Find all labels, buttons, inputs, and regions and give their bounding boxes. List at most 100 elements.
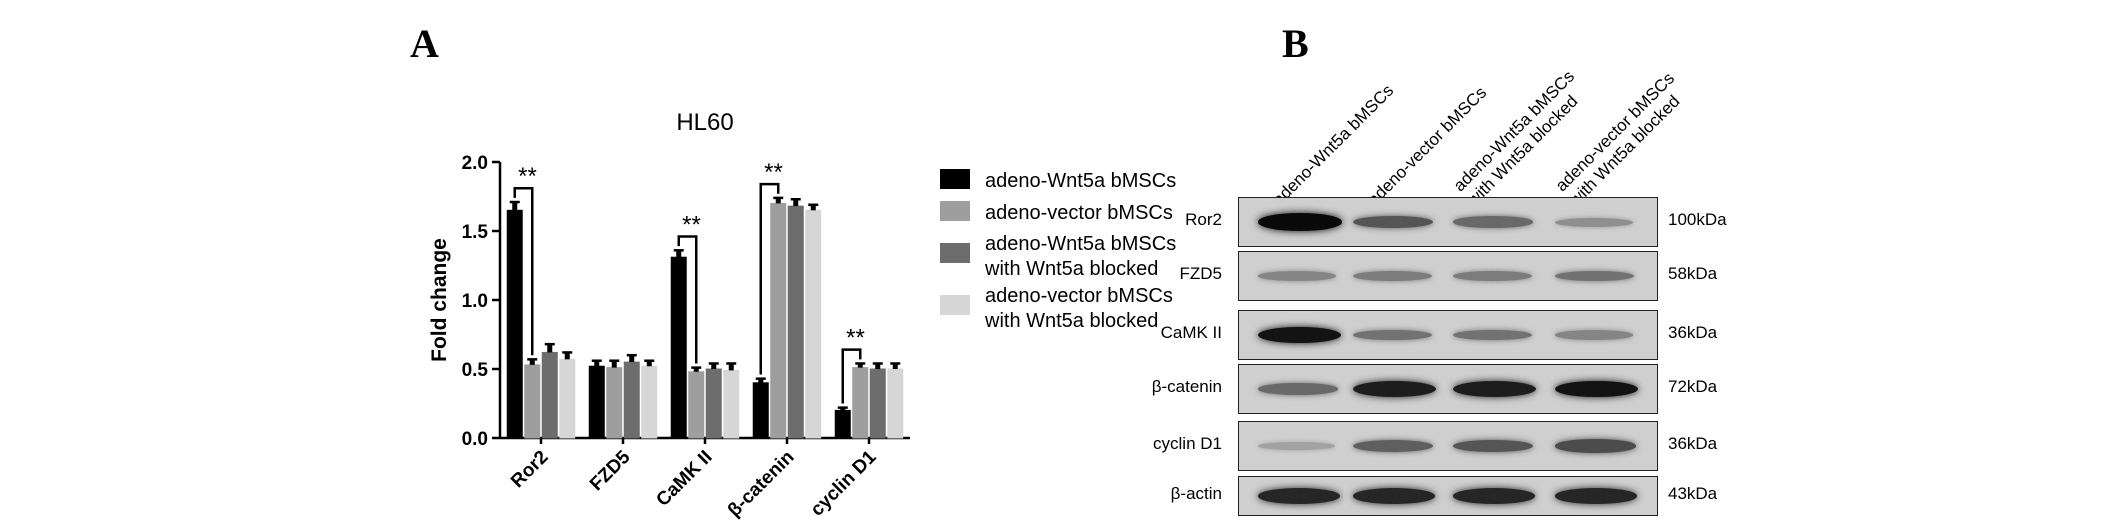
blot-band bbox=[1258, 213, 1342, 231]
blot-band bbox=[1453, 439, 1534, 453]
blot-band bbox=[1453, 216, 1533, 228]
error-bar bbox=[676, 250, 682, 258]
bar bbox=[805, 209, 822, 439]
legend-label-line: with Wnt5a blocked bbox=[984, 310, 1158, 332]
blot-band bbox=[1258, 383, 1338, 395]
blot-band bbox=[1258, 326, 1342, 344]
legend-label: adeno-vector bMSCs with Wnt5a blocked bbox=[984, 285, 1173, 332]
blot-band bbox=[1555, 439, 1636, 453]
blot-strip bbox=[1238, 421, 1658, 471]
blot-band bbox=[1555, 217, 1633, 227]
significance-label: ** bbox=[846, 325, 865, 352]
error-bar bbox=[810, 204, 816, 211]
blot-band bbox=[1453, 270, 1532, 282]
error-bar bbox=[611, 360, 617, 368]
bar bbox=[852, 367, 869, 439]
blot-protein-label: CaMK II bbox=[1160, 323, 1222, 342]
chart-title: HL60 bbox=[676, 109, 733, 136]
y-tick-label: 1.0 bbox=[462, 291, 488, 312]
error-bar bbox=[547, 344, 553, 353]
blot-strip bbox=[1238, 251, 1658, 301]
blot-band bbox=[1555, 330, 1634, 340]
error-bar bbox=[875, 363, 881, 369]
blot-strip bbox=[1238, 197, 1658, 247]
error-bar bbox=[711, 363, 717, 369]
panel-b-letter: B bbox=[1282, 21, 1309, 66]
bar bbox=[559, 358, 576, 439]
blot-size-label: 58kDa bbox=[1668, 264, 1718, 283]
bar bbox=[506, 209, 523, 439]
blot-band bbox=[1258, 271, 1337, 281]
blot-size-label: 36kDa bbox=[1668, 323, 1718, 342]
error-bar bbox=[728, 363, 734, 371]
bar bbox=[688, 371, 705, 439]
legend-label-line: with Wnt5a blocked bbox=[984, 258, 1158, 280]
blot-band bbox=[1353, 329, 1433, 341]
bar bbox=[869, 368, 886, 439]
x-tick-label: β-catenin bbox=[724, 447, 799, 522]
bar bbox=[588, 365, 605, 439]
blot-band bbox=[1453, 380, 1536, 398]
legend-label: adeno-Wnt5a bMSCs bbox=[985, 170, 1176, 192]
error-bar bbox=[629, 355, 635, 363]
blot-band bbox=[1258, 488, 1341, 504]
error-bar bbox=[594, 360, 600, 367]
error-bar bbox=[857, 363, 863, 368]
bar bbox=[770, 202, 787, 439]
y-tick-label: 0.5 bbox=[462, 360, 489, 381]
blot-protein-label: FZD5 bbox=[1179, 264, 1223, 283]
bar bbox=[787, 205, 804, 439]
blot-strip bbox=[1238, 476, 1658, 516]
blot-band bbox=[1453, 488, 1536, 504]
legend-label-line: adeno-vector bMSCs bbox=[985, 285, 1173, 307]
blot-band bbox=[1353, 215, 1434, 229]
blot-band bbox=[1258, 442, 1336, 450]
significance-bracket bbox=[513, 186, 534, 356]
bar bbox=[834, 409, 851, 439]
blot-size-label: 72kDa bbox=[1668, 377, 1718, 396]
blot-size-label: 43kDa bbox=[1668, 484, 1718, 503]
legend-swatch bbox=[940, 201, 970, 221]
blot-protein-label: Ror2 bbox=[1185, 210, 1222, 229]
legend-swatch bbox=[940, 243, 970, 263]
y-tick-label: 1.5 bbox=[462, 222, 489, 243]
bar bbox=[524, 364, 541, 439]
x-tick-label: FZD5 bbox=[586, 446, 635, 495]
error-bar bbox=[512, 202, 518, 211]
blot-band bbox=[1353, 270, 1432, 282]
blot-band bbox=[1555, 380, 1639, 398]
x-tick-label: Ror2 bbox=[507, 447, 552, 492]
x-tick-label: CaMK II bbox=[652, 447, 716, 511]
y-axis-label: Fold change bbox=[428, 238, 451, 362]
significance-label: ** bbox=[518, 163, 537, 190]
bar bbox=[641, 365, 658, 439]
legend-label: adeno-Wnt5a bMSCs with Wnt5a blocked bbox=[984, 233, 1176, 280]
error-bar bbox=[793, 199, 799, 207]
blot-band bbox=[1453, 329, 1533, 341]
y-tick-label: 2.0 bbox=[462, 153, 488, 174]
bar bbox=[606, 367, 623, 439]
legend-swatch bbox=[940, 169, 970, 189]
blot-protein-label: β-catenin bbox=[1151, 377, 1222, 396]
error-bar bbox=[646, 360, 652, 367]
blot-strip bbox=[1238, 364, 1658, 414]
error-bar bbox=[758, 378, 764, 383]
blot-band bbox=[1353, 440, 1433, 452]
significance-bracket bbox=[677, 235, 698, 364]
blot-size-label: 100kDa bbox=[1668, 210, 1727, 229]
error-bar bbox=[775, 197, 781, 204]
bar bbox=[887, 368, 904, 439]
error-bar bbox=[892, 363, 898, 369]
bar bbox=[541, 351, 558, 439]
error-bar bbox=[529, 359, 535, 365]
bar bbox=[623, 361, 640, 439]
legend-swatch bbox=[940, 295, 970, 315]
blot-band bbox=[1555, 270, 1635, 282]
error-bar bbox=[564, 352, 570, 360]
blot-size-label: 36kDa bbox=[1668, 434, 1718, 453]
blot-band bbox=[1555, 488, 1638, 504]
legend-label-line: adeno-Wnt5a bMSCs bbox=[985, 233, 1176, 255]
bar bbox=[752, 382, 769, 439]
bar bbox=[723, 369, 740, 439]
panel-a-letter: A bbox=[410, 21, 439, 66]
